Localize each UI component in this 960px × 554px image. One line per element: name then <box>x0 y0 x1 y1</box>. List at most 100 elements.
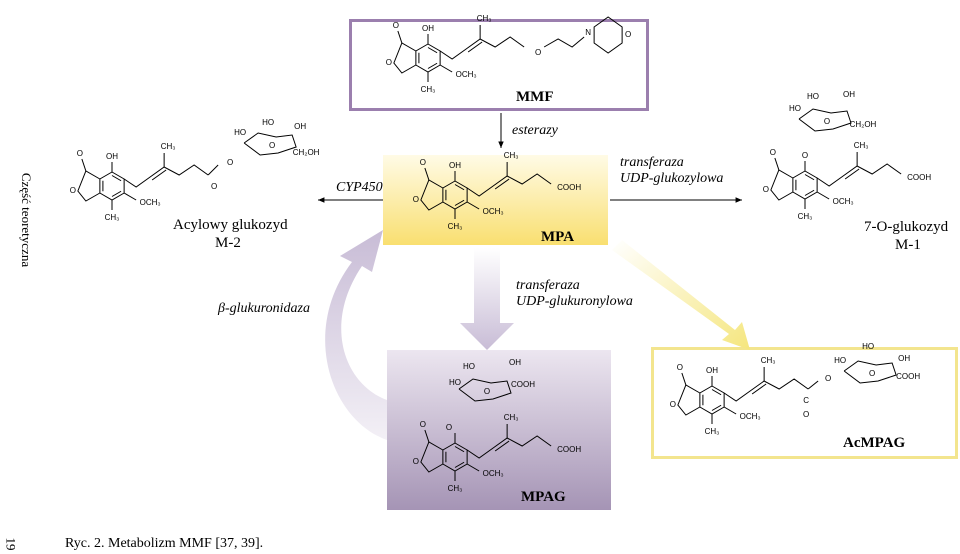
mpa-aromatic-bond <box>454 184 465 191</box>
m2-sugar-ring <box>243 132 297 156</box>
m1-label-line1: 7-O-glukozyd <box>864 219 949 235</box>
m1-och3: OCH₃ <box>833 197 854 206</box>
acmpag-aromatic-bond <box>711 389 722 396</box>
mpag-sugar-label-1: HO <box>463 362 475 371</box>
mpag-sugar-ring <box>458 378 512 402</box>
m1-ch3: CH₃ <box>798 212 813 221</box>
m1-sugar-label-2: OH <box>843 90 855 99</box>
mmf-ome-bond <box>439 64 453 73</box>
m1-sugar-ring <box>798 108 852 132</box>
m2-sugar-label-3: CH₂OH <box>293 148 320 157</box>
side-label: Część teoretyczna <box>19 172 34 268</box>
acmpag-sugar-ring <box>843 360 897 384</box>
mpag-ring-o: O <box>413 457 419 466</box>
acmpag-carbonyl-o: O <box>803 410 809 419</box>
m2-double-bond <box>151 169 167 181</box>
mmf-morpholine-o: O <box>625 30 631 39</box>
mpa-ch3: CH₃ <box>448 222 463 231</box>
m2-sugar-label-2: OH <box>294 122 306 131</box>
mpag-lactone-ring <box>420 441 444 473</box>
esterazy-label: esterazy <box>512 123 558 138</box>
acmpag-sugar-label-1: HO <box>862 342 874 351</box>
m2-label-line1: Acylowy glukozyd <box>173 217 288 233</box>
mpa-ring-o: O <box>413 195 419 204</box>
m2-lactone-ring <box>77 170 101 202</box>
arrow-mpa-to-acmpag <box>612 240 750 350</box>
mmf-morpholine-ring <box>593 16 623 54</box>
acmpag-oh: OH <box>706 366 718 375</box>
mmf-double-bond <box>467 41 483 53</box>
acmpag-box <box>651 347 958 459</box>
mpa-benzene-ring <box>442 180 468 210</box>
arrow-mpa-to-m2-head <box>318 197 325 203</box>
m2-ch3: CH₃ <box>105 213 120 222</box>
m1-label-line2: M-1 <box>895 237 921 253</box>
m1-sugar-label-1: HO <box>807 92 819 101</box>
arrow-mpag-to-mpa <box>325 230 387 440</box>
mmf-ring-o: O <box>386 58 392 67</box>
m1-benzene-ring <box>792 170 818 200</box>
mpag-box <box>387 350 611 510</box>
ugt-gluc-label-line2: UDP-glukuronylowa <box>516 294 633 309</box>
mpa-cooh: COOH <box>557 183 581 192</box>
acmpag-carbonyl-o: O <box>677 363 683 372</box>
mpa-ome-bond <box>466 201 480 210</box>
mmf-ch3: CH₃ <box>421 85 436 94</box>
mpa-side-chain <box>466 173 552 197</box>
mpag-sugar-label-0: HO <box>449 378 461 387</box>
m2-och3: OCH₃ <box>140 198 161 207</box>
mpa-label: MPA <box>541 229 575 245</box>
mpa-branch-ch3: CH₃ <box>504 151 519 160</box>
m2-sugar-label-1: HO <box>262 118 274 127</box>
m2-aromatic-bond <box>111 190 122 197</box>
m2-carbonyl <box>81 158 87 172</box>
m2-branch-ch3: CH₃ <box>161 142 176 151</box>
mpag-aromatic-bond <box>454 461 465 468</box>
mpag-carbonyl-o: O <box>420 420 426 429</box>
m2-carbonyl-o: O <box>211 182 217 191</box>
m2-oh: OH <box>106 152 118 161</box>
acmpag-aromatic-bond <box>711 404 722 411</box>
figure-caption: Ryc. 2. Metabolizm MMF [37, 39]. <box>65 536 264 551</box>
m1-ring-o: O <box>763 185 769 194</box>
acmpag-carbonyl <box>681 372 687 386</box>
acmpag-sugar-label-3: COOH <box>896 372 920 381</box>
acmpag-ch3: CH₃ <box>705 427 720 436</box>
mpa-double-bond <box>494 178 510 190</box>
mmf-branch-ch3: CH₃ <box>477 14 492 23</box>
m2-label-line2: M-2 <box>215 235 241 251</box>
m1-sugar-label-0: HO <box>789 104 801 113</box>
acmpag-och3: OCH₃ <box>740 412 761 421</box>
m1-aromatic-bond <box>804 189 815 196</box>
m2-aromatic-bond <box>111 175 122 182</box>
m1-carbonyl-o: O <box>770 148 776 157</box>
mpag-sugar-label-3: COOH <box>511 380 535 389</box>
acmpag-benzene-ring <box>699 385 725 415</box>
mpag-label: MPAG <box>521 489 566 505</box>
m1-double-bond <box>844 168 860 180</box>
mpag-cooh: COOH <box>557 445 581 454</box>
m1-cooh: COOH <box>907 173 931 182</box>
m2-ester <box>207 164 219 176</box>
mpa-och3: OCH₃ <box>483 207 504 216</box>
mpag-och3: OCH₃ <box>483 469 504 478</box>
mpag-sugar-o: O <box>484 387 490 396</box>
acmpag-label: AcMPAG <box>843 435 906 451</box>
mpag-carbonyl <box>424 429 430 443</box>
m2-sugar-label-0: HO <box>234 128 246 137</box>
mmf-carbonyl <box>397 30 403 44</box>
mpag-aromatic-bond <box>454 446 465 453</box>
m1-ome-bond <box>816 191 830 200</box>
acmpag-sugar-label-2: OH <box>898 354 910 363</box>
acmpag-ring-o: O <box>670 400 676 409</box>
glucuronidase-label: β-glukuronidaza <box>218 301 311 316</box>
m1-glyco-o: O <box>802 151 808 160</box>
cyp450-label: CYP450 <box>336 180 383 195</box>
mmf-och3: OCH₃ <box>456 70 477 79</box>
acmpag-double-bond <box>751 383 767 395</box>
m2-benzene-ring <box>99 171 125 201</box>
acmpag-lactone-ring <box>677 384 701 416</box>
mpa-oh: OH <box>449 161 461 170</box>
arrow-mpa-to-mpag <box>460 248 514 350</box>
